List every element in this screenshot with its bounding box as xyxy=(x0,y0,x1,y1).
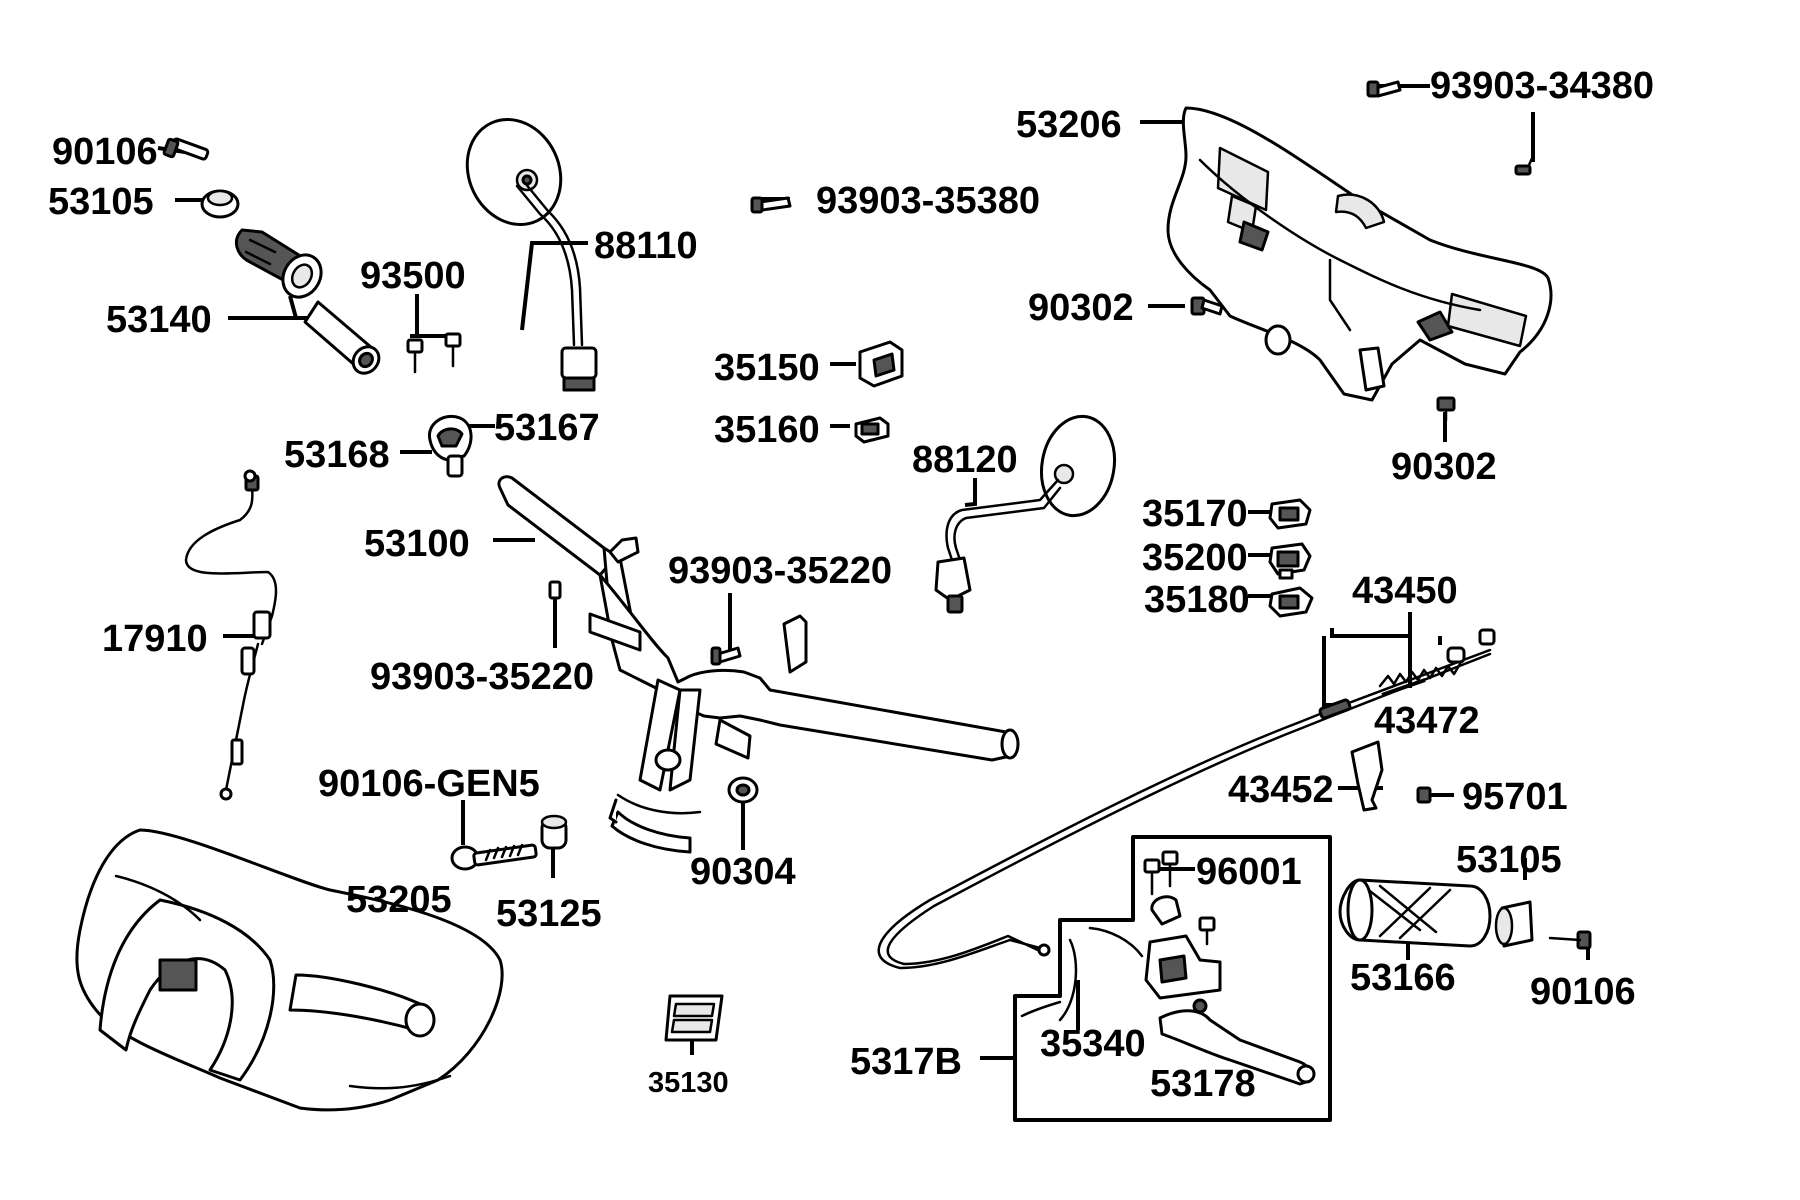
washer-90304 xyxy=(727,776,759,804)
label-93500: 93500 xyxy=(360,255,466,297)
part-labels: 90106 53105 53140 93500 88110 93903-3538… xyxy=(48,65,1654,1105)
bolt-35220-right xyxy=(710,646,742,666)
label-53100: 53100 xyxy=(364,523,470,565)
screw-95701 xyxy=(1416,786,1450,804)
screws-96001 xyxy=(1143,850,1179,896)
label-53206: 53206 xyxy=(1016,104,1122,146)
switch-35160 xyxy=(854,416,890,444)
screw-34380-a xyxy=(1366,80,1402,98)
right-grip xyxy=(1338,878,1492,948)
front-handlebar-cover xyxy=(75,828,504,1112)
label-35170: 35170 xyxy=(1142,493,1248,535)
label-96001: 96001 xyxy=(1196,851,1302,893)
label-93903-35220-a: 93903-35220 xyxy=(668,550,892,592)
cable-spring xyxy=(1378,662,1462,688)
label-53166: 53166 xyxy=(1350,957,1456,999)
label-53168: 53168 xyxy=(284,434,390,476)
label-53105-b: 53105 xyxy=(1456,839,1562,881)
left-grip xyxy=(234,228,323,299)
label-53167: 53167 xyxy=(494,407,600,449)
label-43472: 43472 xyxy=(1374,700,1480,742)
label-53205: 53205 xyxy=(346,879,452,921)
label-43450: 43450 xyxy=(1352,570,1458,612)
screw-90302-a xyxy=(1190,296,1224,316)
label-35180: 35180 xyxy=(1144,579,1250,621)
switch-35180 xyxy=(1268,586,1314,618)
left-grip-end-cap xyxy=(200,189,240,219)
label-35150: 35150 xyxy=(714,347,820,389)
label-90302-b: 90302 xyxy=(1391,446,1497,488)
handlebar xyxy=(497,475,1020,854)
label-93903-34380: 93903-34380 xyxy=(1430,65,1654,107)
label-90106-a: 90106 xyxy=(52,131,158,173)
label-90304: 90304 xyxy=(690,851,796,893)
label-35200: 35200 xyxy=(1142,537,1248,579)
label-53140: 53140 xyxy=(106,299,212,341)
label-90106-b: 90106 xyxy=(1530,971,1636,1013)
brake-lever xyxy=(1158,998,1316,1086)
label-53125: 53125 xyxy=(496,893,602,935)
throttle-housing-screws xyxy=(406,332,462,374)
small-screw-35380 xyxy=(750,196,792,214)
label-93903-35380: 93903-35380 xyxy=(816,180,1040,222)
spacer-53125 xyxy=(540,814,568,850)
bolt-35220-left xyxy=(548,580,562,614)
left-grip-end-screw xyxy=(162,137,210,161)
screw-90302-b xyxy=(1436,396,1456,422)
clamp-53167 xyxy=(427,415,473,478)
switch-35170 xyxy=(1268,498,1312,530)
throttle-cable xyxy=(184,469,278,801)
right-grip-end-cap xyxy=(1494,900,1534,948)
label-35160: 35160 xyxy=(714,409,820,451)
switch-35130 xyxy=(664,994,724,1042)
master-cylinder-clamp xyxy=(1150,895,1216,946)
cable-adjuster xyxy=(1446,628,1496,664)
label-90302-a: 90302 xyxy=(1028,287,1134,329)
cable-bracket xyxy=(1350,740,1384,812)
screw-34380-b xyxy=(1514,154,1535,176)
brake-cable xyxy=(877,648,1492,970)
brake-kit-box xyxy=(1013,835,1332,1122)
label-53178: 53178 xyxy=(1150,1063,1256,1105)
right-grip-end-screw xyxy=(1548,930,1592,950)
label-88110: 88110 xyxy=(594,225,698,267)
master-cylinder xyxy=(1020,926,1222,1022)
rear-handlebar-cover xyxy=(1166,106,1553,402)
label-88120: 88120 xyxy=(912,439,1018,481)
switch-35200 xyxy=(1268,542,1312,580)
label-95701: 95701 xyxy=(1462,776,1568,818)
switch-35150 xyxy=(858,340,904,388)
label-43452: 43452 xyxy=(1228,769,1334,811)
bolt-90106-gen5 xyxy=(450,843,538,871)
label-17910: 17910 xyxy=(102,618,208,660)
throttle-tube xyxy=(303,300,381,375)
right-mirror xyxy=(934,414,1117,614)
label-90106-gen5: 90106-GEN5 xyxy=(318,763,540,805)
left-mirror xyxy=(465,117,598,392)
label-35130: 35130 xyxy=(648,1067,729,1099)
label-93903-35220-b: 93903-35220 xyxy=(370,656,594,698)
label-53105-a: 53105 xyxy=(48,181,154,223)
label-35340: 35340 xyxy=(1040,1023,1146,1065)
label-5317b: 5317B xyxy=(850,1041,962,1083)
